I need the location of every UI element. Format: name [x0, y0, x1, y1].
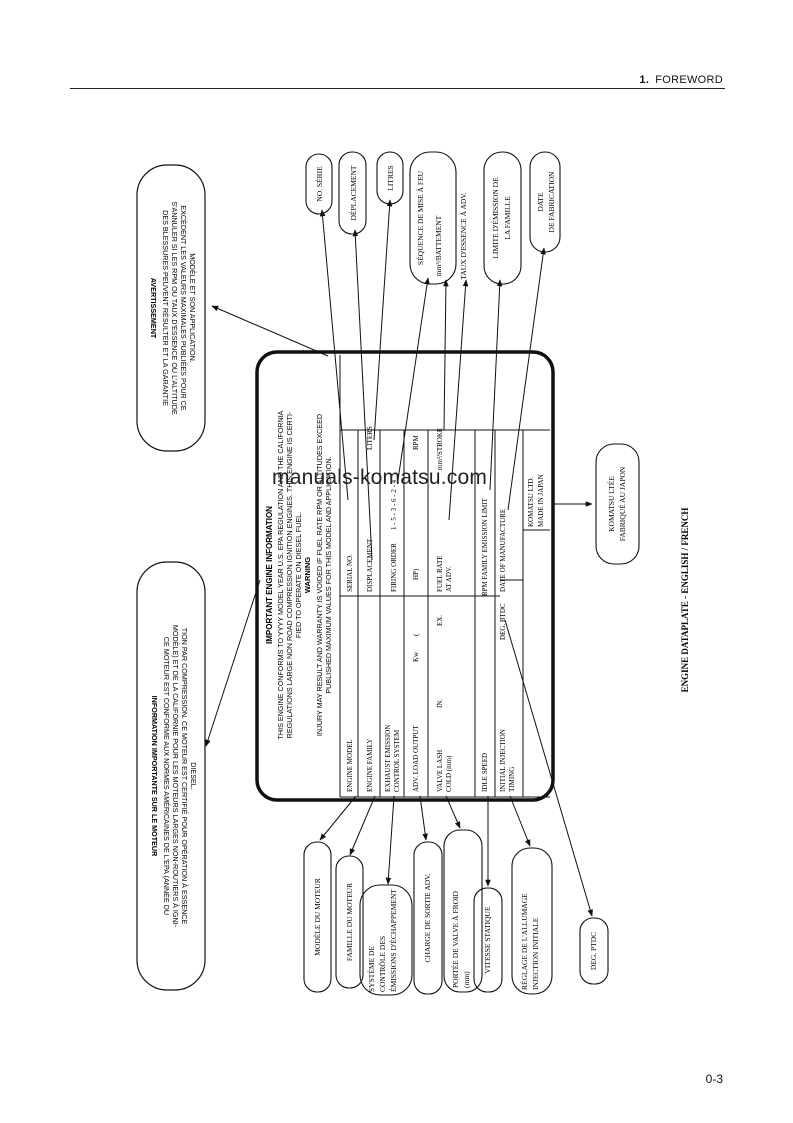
callout-litres: LITRES: [386, 165, 395, 190]
label-valve-lash-2: COLD (mm): [445, 755, 453, 792]
chapter-header: 1. FOREWORD: [639, 74, 723, 86]
label-fuel-rate-2: AT ADV.: [445, 566, 453, 592]
chapter-number: 1.: [639, 74, 650, 86]
label-hp: HP): [412, 568, 420, 580]
callout-no-serie: NO. SÉRIE: [314, 166, 324, 202]
callout-mm3-battement: mm³/BATTEMENT: [434, 215, 443, 276]
callout-komatsu-fr-box: [595, 443, 640, 565]
chapter-title: FOREWORD: [655, 74, 723, 86]
callout-komatsu-fr-1: KOMATSU LTÉE: [606, 476, 616, 532]
avertissement-title: AVERTISSEMENT: [149, 278, 158, 339]
label-rpm-1: RPM: [412, 434, 420, 450]
dataplate-frame: [255, 350, 555, 802]
callout-charge: CHARGE DE SORTIE ADV.: [423, 873, 432, 962]
callout-sequence: SÉQUENCE DE MISE À FEU: [415, 170, 425, 265]
callout-date-1: DATE: [536, 192, 545, 212]
label-ex: EX.: [436, 615, 444, 626]
label-valve-lash-1: VALVE LASH: [436, 750, 444, 792]
info-line-2: MODÈLE) ET DE LA CALIFORNIE POUR LES MOT…: [171, 625, 180, 928]
plate-conformance-1: THIS ENGINE CONFORMS TO YYYY MODEL YEAR …: [276, 410, 285, 739]
callout-systeme-1: SYSTÈME DE: [366, 946, 376, 992]
info-title: INFORMATION IMPORTANTE SUR LE MOTEUR: [150, 696, 159, 857]
label-made-in-japan: MADE IN JAPAN: [537, 474, 545, 527]
label-fuel-rate-1: FUEL RATE: [436, 556, 444, 593]
callout-komatsu-fr-2: FABRIQUÉ AU JAPON: [617, 466, 627, 541]
label-in: IN.: [436, 699, 444, 708]
callout-vitesse-box: [473, 887, 503, 993]
plate-warning-1: INJURY MAY RESULT AND WARRANTY IS VOIDED…: [315, 414, 324, 736]
label-deg-btdc: DEG. BTDC: [499, 603, 507, 640]
avertissement-line-4: MODÈLE ET SON APPLICATION.: [188, 253, 197, 363]
label-adv-load-output: ADV. LOAD OUTPUT: [412, 725, 420, 792]
callout-reglage-box: [511, 847, 553, 995]
callout-sequence-box: [409, 151, 457, 285]
label-initial-injection-2: TIMING: [508, 767, 516, 792]
callout-portee-box: [443, 829, 483, 993]
callout-famille-box: [335, 855, 364, 989]
label-mm3-stroke: mm³/STROKE: [436, 428, 444, 470]
plate-warning-title: WARNING: [303, 557, 312, 593]
figure-caption: ENGINE DATAPLATE - ENGLISH / FRENCH: [680, 508, 690, 693]
callout-deplacement: DÉPLACEMENT: [348, 165, 358, 220]
avertissement-line-1: DES BLESSURES PEUVENT RÉSULTER ET LA GAR…: [161, 210, 170, 406]
callout-portee-2: (mm): [462, 971, 471, 988]
info-line-3: TION PAR COMPRESSION. CE MOTEUR EST CERT…: [180, 628, 189, 925]
label-idle-speed: IDLE SPEED: [481, 753, 489, 792]
callout-systeme-2: CONTRÔLE DES: [377, 936, 387, 992]
callout-date-2: DE FABRICATION: [547, 171, 556, 232]
plate-warning-2: PUBLISHED MAXIMUM VALUES FOR THIS MODEL …: [324, 456, 333, 693]
callout-systeme-box: [359, 884, 413, 996]
label-kw: Kw: [412, 651, 420, 662]
callout-vitesse: VITESSE STATIQUE: [483, 906, 492, 974]
value-firing-order: 1 - 5 - 3 - 6 - 2 - 4: [390, 479, 398, 530]
callout-reglage-1: RÉGLAGE DE L'ALLUMAGE: [519, 893, 529, 990]
callout-no-serie-box: [305, 153, 333, 215]
label-exhaust-2: CONTROL SYSTEM: [393, 729, 401, 792]
dataplate-grid: [339, 355, 550, 798]
avertissement-line-2: S'ANNULER SI LES RPM OU TAUX D'ESSENCE O…: [170, 201, 179, 415]
callout-info-box: [136, 561, 206, 991]
callout-deg-ptdc-box: [579, 917, 609, 985]
callout-portee-1: PORTÉE DE VALVE À FROID: [450, 890, 460, 988]
callout-modele-box: [303, 841, 332, 993]
callout-limite-2: LA FAMILLE: [503, 196, 512, 240]
callout-famille: FAMILLE DU MOTEUR: [345, 883, 354, 961]
callout-systeme-3: ÉMISSIONS D'ÉCHAPPEMENT: [388, 889, 398, 992]
callout-reglage-2: INJECTION INITIALE: [531, 917, 540, 990]
label-displacement: DISPLACEMENT: [366, 538, 374, 592]
label-komatsu-ltd: KOMATSU LTD.: [527, 476, 535, 527]
plate-conformance-3: FIED TO OPERATE ON DIESEL FUEL.: [294, 512, 303, 638]
callout-avertissement-box: [136, 164, 206, 452]
label-firing-order: FIRING ORDER: [390, 543, 398, 592]
plate-conformance-2: REGULATIONS LARGE NON ROAD COMPRESSION I…: [285, 411, 294, 738]
label-rpm-family: RPM FAMILY EMISSION LIMIT: [481, 497, 489, 596]
label-date-of-manufacture: DATE OF MANUFACTURE: [499, 509, 507, 592]
callout-modele: MODÈLE DU MOTEUR: [312, 878, 322, 956]
callout-deplacement-box: [338, 151, 367, 235]
callout-taux-essence: TAUX D'ESSENCE À ADV.: [458, 192, 468, 279]
label-engine-model: ENGINE MODEL: [346, 739, 354, 792]
callout-charge-box: [413, 841, 443, 995]
label-paren: (: [412, 633, 420, 636]
label-engine-family: ENGINE FAMILY: [366, 739, 374, 792]
callout-deg-ptdc: DEG. PTDC: [589, 932, 598, 970]
label-exhaust-1: EXHAUST EMISSION: [384, 725, 392, 792]
plate-title: IMPORTANT ENGINE INFORMATION: [265, 506, 274, 644]
leader-lines: [205, 199, 593, 917]
callout-limite-1: LIMITE D'ÉMISSION DE: [490, 177, 500, 259]
info-line-4: DIESEL.: [189, 762, 198, 790]
label-serial-no: SERIAL NO.: [346, 554, 354, 592]
page-number: 0-3: [705, 1072, 723, 1086]
header-rule: [70, 88, 725, 89]
label-initial-injection-1: INITIAL INJECTION: [499, 729, 507, 792]
info-line-1: CE MOTEUR EST CONFORME AUX NORMES AMÉRIC…: [162, 637, 171, 915]
label-liters: LITERS: [366, 426, 374, 450]
avertissement-line-3: EXCÈDENT LES VALEURS MAXIMALES PUBLIÉES …: [179, 205, 188, 411]
callout-limite-box: [483, 151, 522, 285]
watermark: manuals-komatsu.com: [272, 466, 488, 489]
